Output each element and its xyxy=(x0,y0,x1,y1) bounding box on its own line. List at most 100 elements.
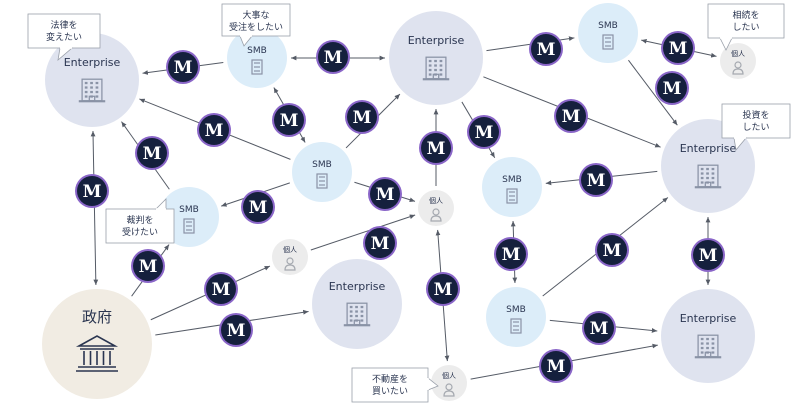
person-icon xyxy=(284,257,296,271)
m-badge-label: M xyxy=(475,123,494,143)
node-smb: SMB xyxy=(292,142,352,202)
speech-bubble-text: 大事な xyxy=(242,9,269,21)
speech-bubble-text: したい xyxy=(742,122,769,133)
node-smb: SMB xyxy=(578,3,638,63)
m-badge-label: M xyxy=(669,39,688,59)
m-badge: M xyxy=(363,226,397,260)
m-badge: M xyxy=(494,237,528,271)
building-icon xyxy=(78,78,106,103)
node-label: SMB xyxy=(502,175,522,185)
m-badge-label: M xyxy=(174,58,193,78)
edge-ind2-ind1 xyxy=(310,214,416,251)
speech-bubble-text: 受けたい xyxy=(122,226,158,238)
node-label: Enterprise xyxy=(680,312,737,325)
m-badge-label: M xyxy=(212,280,231,300)
m-badge-label: M xyxy=(376,185,395,205)
m-badge-label: M xyxy=(537,40,556,60)
person-icon xyxy=(732,61,744,75)
m-badge-label: M xyxy=(502,245,521,265)
m-badge-label: M xyxy=(139,257,158,277)
m-badge: M xyxy=(661,31,695,65)
m-badge-label: M xyxy=(434,280,453,300)
edge-ent1-gov xyxy=(90,130,99,286)
m-badge-label: M xyxy=(699,246,718,266)
small-building-icon xyxy=(510,318,522,334)
node-enterprise: Enterprise xyxy=(312,259,402,349)
m-badge-label: M xyxy=(227,321,246,341)
m-badge: M xyxy=(529,32,563,66)
m-badge: M xyxy=(467,115,501,149)
small-building-icon xyxy=(183,218,195,234)
m-badge: M xyxy=(135,136,169,170)
small-building-icon xyxy=(602,34,614,50)
m-badge: M xyxy=(582,311,616,345)
m-badge: M xyxy=(595,233,629,267)
speech-bubble-text: 買いたい xyxy=(372,386,408,397)
node-label: 個人 xyxy=(283,245,297,254)
m-badge-label: M xyxy=(324,48,343,68)
edge-smb5-ent5 xyxy=(628,59,678,126)
m-badge: M xyxy=(426,272,460,306)
node-label: SMB xyxy=(247,46,267,56)
building-icon xyxy=(422,56,450,81)
node-individual: 個人 xyxy=(720,43,756,79)
m-badge: M xyxy=(691,238,725,272)
m-badge-label: M xyxy=(353,108,372,128)
m-badge: M xyxy=(655,71,689,105)
node-individual: 個人 xyxy=(418,190,454,226)
small-building-icon xyxy=(251,59,263,75)
node-label: 個人 xyxy=(442,371,456,380)
speech-bubble-text: 法律を xyxy=(50,19,77,31)
m-badge-label: M xyxy=(587,171,606,191)
m-badge: M xyxy=(345,100,379,134)
small-building-icon xyxy=(506,188,518,204)
m-badge-label: M xyxy=(371,234,390,254)
m-badge: M xyxy=(219,313,253,347)
speech-bubble-text: したい xyxy=(732,22,759,33)
node-government: 政府 xyxy=(42,289,152,399)
node-enterprise: Enterprise xyxy=(45,33,139,127)
node-label: 個人 xyxy=(731,49,745,58)
m-badge: M xyxy=(131,249,165,283)
building-icon xyxy=(343,302,371,327)
m-badge-label: M xyxy=(280,111,299,131)
node-label: Enterprise xyxy=(680,142,737,155)
nodes-layer: EnterpriseSMBEnterpriseSMB個人SMBSMB個人Ente… xyxy=(42,3,756,401)
m-badge: M xyxy=(368,177,402,211)
m-badge: M xyxy=(241,190,275,224)
m-badge: M xyxy=(316,40,350,74)
node-label: Enterprise xyxy=(408,34,465,47)
m-badge-label: M xyxy=(663,79,682,99)
node-smb: SMB xyxy=(486,287,546,347)
m-badge-label: M xyxy=(590,319,609,339)
m-badge: M xyxy=(579,163,613,197)
m-badge-label: M xyxy=(143,144,162,164)
m-badge-label: M xyxy=(603,241,622,261)
m-badge-label: M xyxy=(427,139,446,159)
building-icon xyxy=(694,164,722,189)
m-badge-label: M xyxy=(249,198,268,218)
node-label: 政府 xyxy=(82,308,112,326)
speech-bubble-text: 不動産を xyxy=(372,373,408,385)
m-badge: M xyxy=(197,113,231,147)
node-smb: SMB xyxy=(482,157,542,217)
small-building-icon xyxy=(316,173,328,189)
node-label: SMB xyxy=(312,160,332,170)
m-badge: M xyxy=(554,99,588,133)
m-badge: M xyxy=(272,103,306,137)
m-badge: M xyxy=(75,174,109,208)
m-badge-label: M xyxy=(205,121,224,141)
node-smb: SMB xyxy=(227,28,287,88)
speech-bubble-text: 変えたい xyxy=(46,31,82,43)
node-enterprise: Enterprise xyxy=(661,119,755,213)
building-icon xyxy=(694,334,722,359)
speech-bubble-text: 裁判を xyxy=(126,214,153,226)
